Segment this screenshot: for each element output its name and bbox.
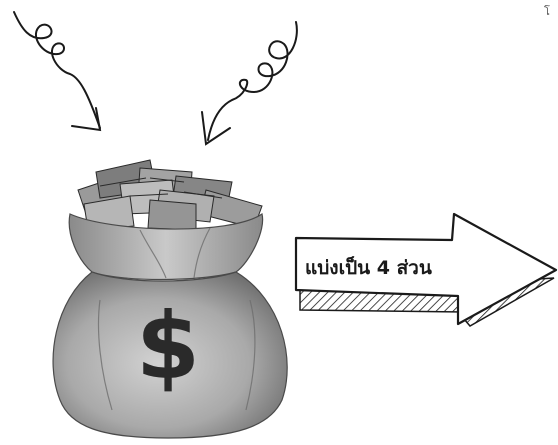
arrow-label: แบ่งเป็น 4 ส่วน bbox=[305, 255, 432, 279]
corner-text-fragment: โ bbox=[544, 2, 558, 20]
money-bills bbox=[78, 160, 262, 230]
right-arrow-icon: แบ่งเป็น 4 ส่วน bbox=[296, 214, 556, 326]
dollar-sign-icon: $ bbox=[136, 293, 200, 400]
curly-arrow-left-icon bbox=[14, 12, 100, 130]
curly-arrow-right-icon bbox=[202, 22, 297, 144]
money-bag-icon: $ bbox=[53, 160, 287, 438]
